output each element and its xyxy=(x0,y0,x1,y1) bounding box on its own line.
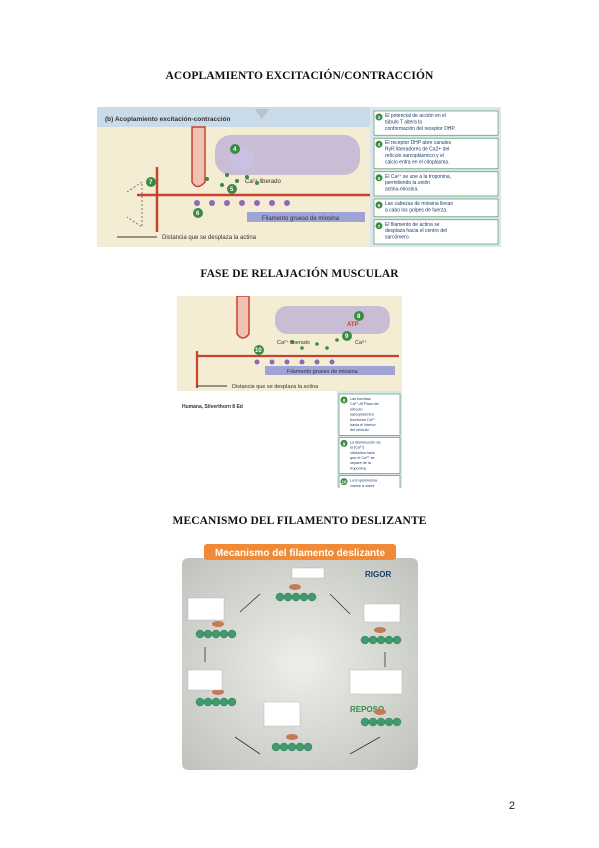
svg-text:9: 9 xyxy=(345,334,349,340)
sliding-filament-diagram: Mecanismo del filamento deslizante RIGOR… xyxy=(180,542,420,772)
step-number: 4 xyxy=(378,142,381,147)
heading-relaxation: FASE DE RELAJACIÓN MUSCULAR xyxy=(200,268,399,280)
step-box xyxy=(373,110,499,136)
step-box xyxy=(338,393,401,436)
step-number-badge xyxy=(375,174,383,182)
myosin-label-2: Filamento grueso de miosina xyxy=(287,369,359,375)
step-number: 8 xyxy=(343,398,346,403)
distance-label: Distancia que se desplaza la actina xyxy=(162,235,257,241)
sliding-filament-title: Mecanismo del filamento deslizante xyxy=(215,548,385,559)
step-number: 5 xyxy=(378,176,381,181)
myosin-label: Filamento grueso de miosina xyxy=(262,216,340,222)
step-number: 10 xyxy=(341,480,347,485)
page-number: 2 xyxy=(508,800,515,812)
svg-text:8: 8 xyxy=(357,314,361,320)
figure-sliding-filament: Mecanismo del filamento deslizante RIGOR… xyxy=(180,542,420,772)
reposo-label: REPOSO xyxy=(350,705,384,714)
figure-excitation-contraction: (b) Acoplamiento excitación-contracción … xyxy=(97,107,501,247)
step-number: 7 xyxy=(378,224,381,229)
step-text: El Ca²⁺ se une a la troponina,permitiend… xyxy=(385,174,451,193)
step-number: 9 xyxy=(343,441,346,446)
distance-label-2: Distancia que se desplaza la actina xyxy=(232,384,319,390)
heading-excitation-contraction: ACOPLAMIENTO EXCITACIÓN/CONTRACCIÓN xyxy=(165,70,434,82)
heading-sliding-filament: MECANISMO DEL FILAMENTO DESLIZANTE xyxy=(172,515,427,527)
svg-text:10: 10 xyxy=(255,348,262,354)
step-number: 6 xyxy=(378,203,381,208)
step-number-badge xyxy=(375,113,383,121)
step-number-badge xyxy=(375,201,383,209)
step-box xyxy=(373,219,499,245)
relaxation-diagram: Filamento grueso de miosina ATP Ca²⁺ lib… xyxy=(177,296,402,488)
credit-label: Humana, Silverthorn 8 Ed xyxy=(182,404,243,410)
step-box xyxy=(373,198,499,218)
step-box xyxy=(373,137,499,170)
svg-text:5: 5 xyxy=(230,187,234,193)
ca-right-label: Ca²⁺ xyxy=(355,339,367,346)
step-box xyxy=(338,437,401,474)
panel-title: (b) Acoplamiento excitación-contracción xyxy=(105,116,230,123)
ca-released-label: Ca²⁺ liberado xyxy=(245,178,282,185)
step-number-badge xyxy=(340,478,348,486)
step-number-badge xyxy=(375,140,383,148)
rigor-label: RIGOR xyxy=(365,570,391,579)
step-number-badge xyxy=(340,396,348,404)
step-box xyxy=(373,171,499,197)
atp-label: ATP xyxy=(347,322,359,328)
step-number: 3 xyxy=(378,115,381,120)
figure-relaxation: Filamento grueso de miosina ATP Ca²⁺ lib… xyxy=(177,296,402,488)
step-number-badge xyxy=(340,439,348,447)
ca-released-label-2: Ca²⁺ liberado xyxy=(277,339,310,346)
excitation-contraction-diagram: (b) Acoplamiento excitación-contracción … xyxy=(97,107,501,247)
step-number-badge xyxy=(375,222,383,230)
svg-text:6: 6 xyxy=(196,211,200,217)
svg-text:4: 4 xyxy=(233,147,237,153)
svg-text:7: 7 xyxy=(149,180,153,186)
step-box xyxy=(338,475,401,488)
